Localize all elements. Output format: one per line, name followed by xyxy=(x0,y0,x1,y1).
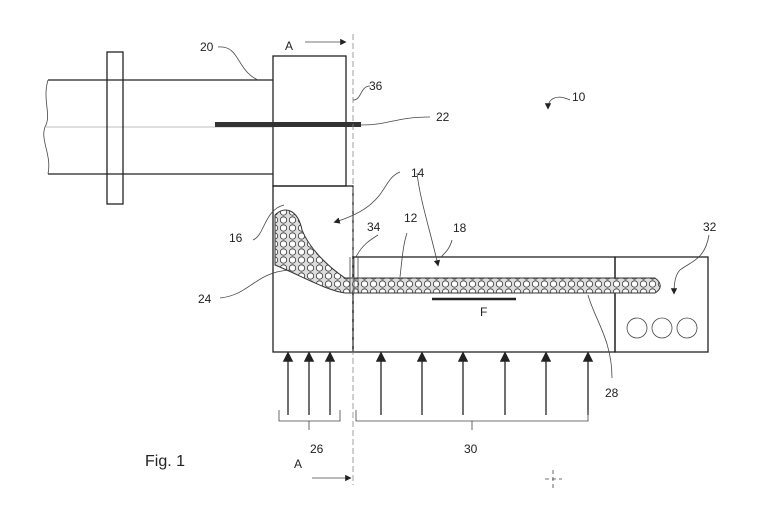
label-overall: 10 xyxy=(572,90,586,104)
outlet-hole xyxy=(676,317,698,339)
label-layer: 12 xyxy=(404,211,418,225)
inlet-arrows xyxy=(282,351,336,415)
label-channel-block: 18 xyxy=(453,221,467,235)
label-housing: 36 xyxy=(369,79,383,93)
label-material-mass: 24 xyxy=(198,292,212,306)
figure-caption: Fig. 1 xyxy=(145,453,185,470)
label-arrows: 14 xyxy=(411,166,425,180)
boundary-marks xyxy=(349,257,359,293)
label-section-top: A xyxy=(285,39,293,53)
housing xyxy=(272,55,347,187)
leader-lines xyxy=(217,46,710,379)
flange xyxy=(106,51,124,205)
channel-arrows xyxy=(375,351,594,415)
outlet-chamber xyxy=(614,256,709,353)
outlet-hole xyxy=(626,317,648,339)
label-channel-arrows-group: 30 xyxy=(464,442,478,456)
label-outlet-chamber: 32 xyxy=(703,220,717,234)
material-strand xyxy=(274,209,661,294)
outlet-hole xyxy=(651,317,673,339)
label-boundary: 34 xyxy=(367,220,381,234)
brace-30 xyxy=(355,410,589,430)
label-rod: 22 xyxy=(436,110,450,124)
label-flow: F xyxy=(480,305,487,319)
label-pipe: 20 xyxy=(200,40,214,54)
label-inlet-arrows-group: 26 xyxy=(310,442,324,456)
registration-mark-icon xyxy=(545,470,562,488)
label-strand: 28 xyxy=(605,386,619,400)
rod xyxy=(215,122,361,127)
label-inlet-chamber: 16 xyxy=(229,231,243,245)
label-section-bottom: A xyxy=(294,457,302,471)
brace-26 xyxy=(278,410,341,430)
